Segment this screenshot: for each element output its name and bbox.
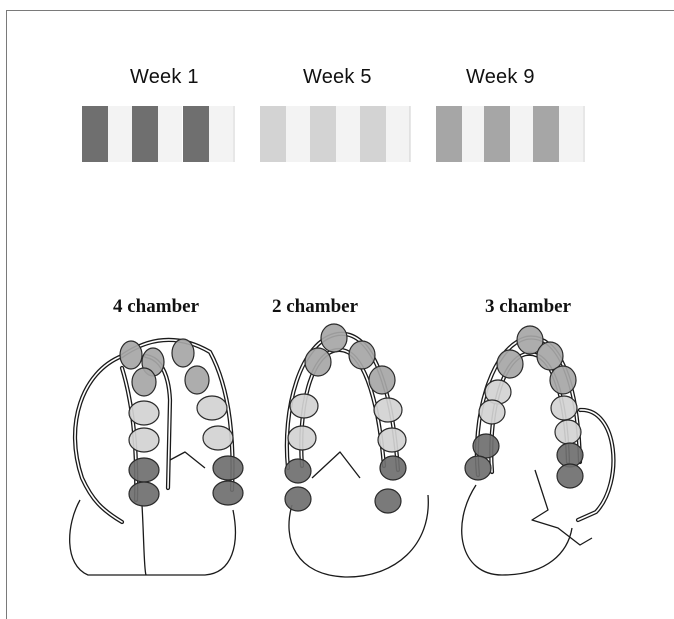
four-chamber-atria-outline: [70, 500, 236, 575]
four-chamber-valve-lines: [170, 452, 205, 468]
segment-circle-13: [213, 481, 243, 505]
segment-circle-7: [197, 396, 227, 420]
segment-circle-23: [380, 456, 406, 480]
two-chamber-valve-lines: [312, 452, 360, 478]
segment-circle-11: [213, 456, 243, 480]
segment-circle-17: [369, 366, 395, 394]
segment-circle-10: [129, 458, 159, 482]
segment-circle-25: [375, 489, 401, 513]
four-chamber-outer-wall-inner: [75, 356, 122, 522]
segment-circle-32: [479, 400, 505, 424]
segment-circle-24: [285, 487, 311, 511]
segment-circle-18: [290, 394, 318, 418]
segment-circle-29: [550, 366, 576, 394]
segment-circle-6: [129, 401, 159, 425]
segment-circle-3: [172, 339, 194, 367]
segment-circle-37: [557, 464, 583, 488]
two-chamber-atrium: [289, 495, 428, 577]
segment-circle-14: [321, 324, 347, 352]
segment-circle-22: [285, 459, 311, 483]
three-chamber-aortic-root: [578, 410, 613, 520]
segment-circle-8: [129, 428, 159, 452]
segment-circle-12: [129, 482, 159, 506]
segment-circle-20: [288, 426, 316, 450]
four-chamber-atrial-septum: [142, 505, 146, 575]
segment-circle-5: [185, 366, 209, 394]
segment-circle-4: [132, 368, 156, 396]
segment-circle-36: [465, 456, 491, 480]
segment-circle-28: [497, 350, 523, 378]
segment-circle-31: [551, 396, 577, 420]
segment-circle-21: [378, 428, 406, 452]
segment-circle-34: [473, 434, 499, 458]
segment-circle-33: [555, 420, 581, 444]
segment-circle-19: [374, 398, 402, 422]
three-chamber-left-atrium: [462, 485, 572, 575]
four-chamber-outer-wall: [75, 356, 122, 522]
segment-circle-27: [537, 342, 563, 370]
segment-circle-16: [305, 348, 331, 376]
segment-circle-9: [203, 426, 233, 450]
segment-circle-1: [120, 341, 142, 369]
segment-circle-15: [349, 341, 375, 369]
